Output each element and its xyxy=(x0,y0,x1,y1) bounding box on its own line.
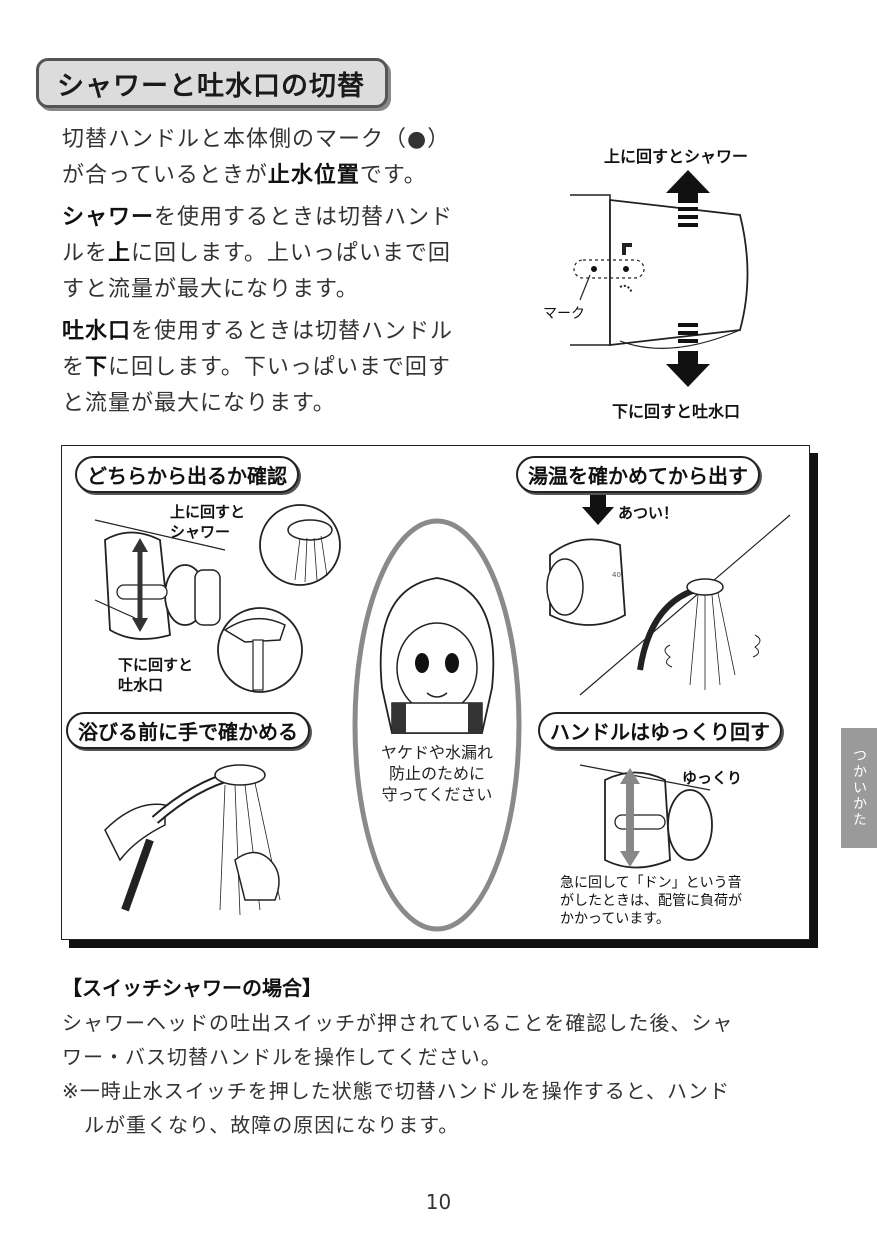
intro-paragraph-2: シャワーを使用するときは切替ハンド ルを上に回します。上いっぱいまで回 すと流量… xyxy=(62,205,454,302)
intro-paragraph-1: 切替ハンドルと本体側のマーク（●） が合っているときが止水位置です。 xyxy=(62,127,451,188)
down-spout-label: 下に回すと吐水口 xyxy=(612,402,741,421)
slow-turn-illustration xyxy=(579,764,713,869)
faucet-handle-diagram xyxy=(570,170,749,387)
check-by-hand-title: 浴びる前に手で確かめる xyxy=(66,712,310,749)
check-direction-title: どちらから出るか確認 xyxy=(75,456,299,493)
check-temperature-title: 湯温を確かめてから出す xyxy=(516,456,760,493)
direction-check-illustration xyxy=(94,504,341,693)
hand-check-illustration xyxy=(104,764,281,916)
page-number: 10 xyxy=(425,1190,452,1214)
turn-slowly-title: ハンドルはゆっくり回す xyxy=(538,712,782,749)
mark-label: マーク xyxy=(543,306,585,322)
up-shower-label: 上に回すとシャワー xyxy=(604,147,749,166)
slowly-label: ゆっくり xyxy=(682,769,743,787)
hot-warning-label: あつい！ xyxy=(618,504,679,522)
section-title: シャワーと吐水口の切替 xyxy=(36,58,388,108)
down-spout-note: 下に回すと 吐水口 xyxy=(118,656,194,694)
switch-shower-text: シャワーヘッドの吐出スイッチが押されていることを確認した後、シャ ワー・バス切替… xyxy=(62,1011,734,1137)
intro-paragraph-3: 吐水口を使用するときは切替ハンドル を下に回します。下いっぱいまで回す と流量が… xyxy=(62,319,454,416)
switch-shower-heading: 【スイッチシャワーの場合】 xyxy=(62,976,322,1000)
up-shower-note: 上に回すと シャワー xyxy=(170,503,246,541)
dial-number: 40 xyxy=(612,571,621,579)
sudden-turn-warning: 急に回して「ドン」という音 がしたときは、配管に負荷が かかっています。 xyxy=(560,875,742,927)
center-oval xyxy=(352,518,522,932)
center-caption: ヤケドや水漏れ 防止のために 守ってください xyxy=(380,743,493,804)
side-tab-usage: つかいかた xyxy=(841,728,877,848)
temperature-check-illustration: 40 xyxy=(546,495,791,696)
